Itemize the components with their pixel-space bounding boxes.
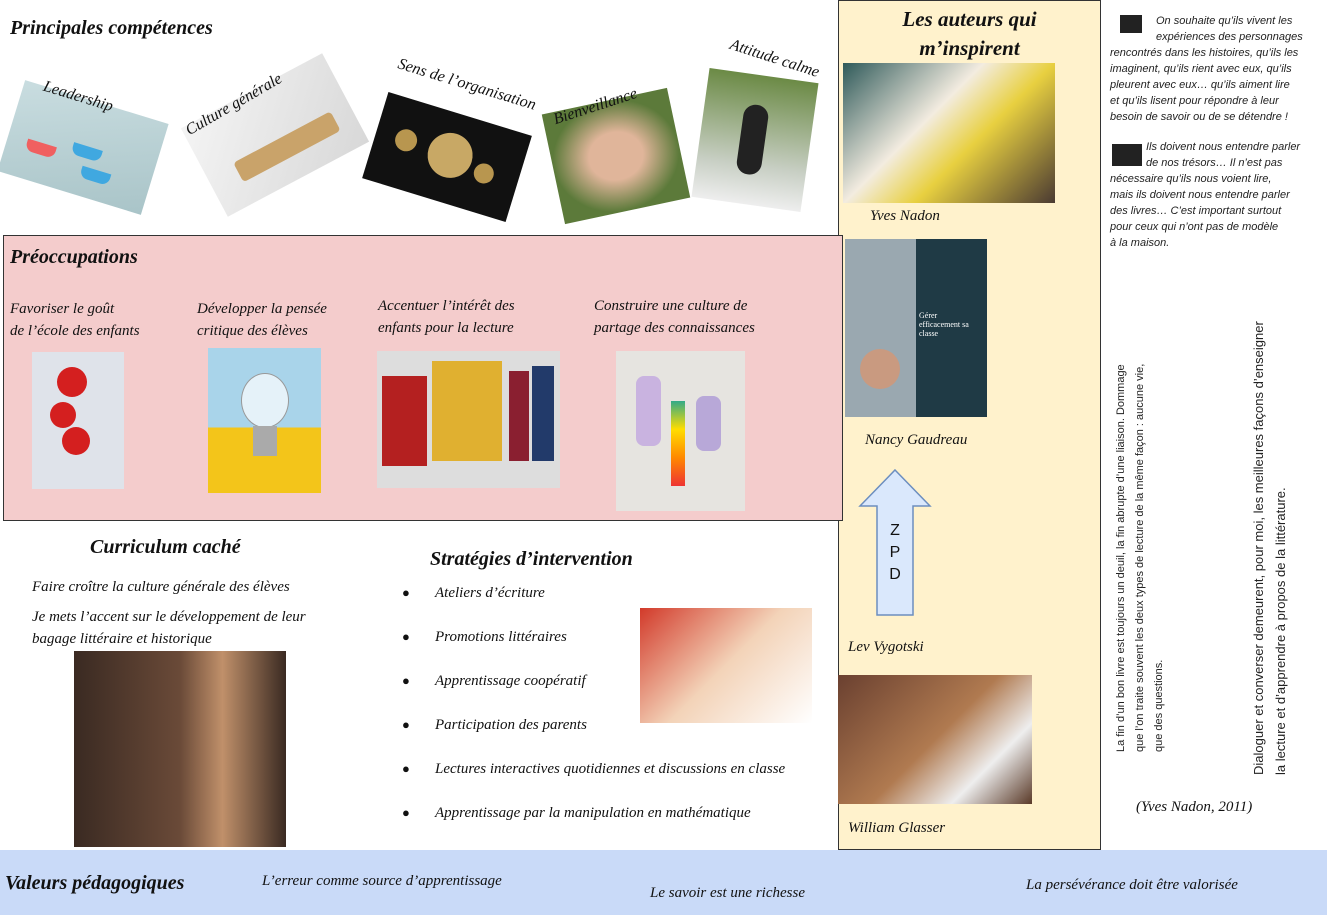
author-name: Lev Vygotski	[848, 639, 924, 655]
quote-vertical-2: Dialoguer et converser demeurent, pour m…	[1251, 321, 1288, 775]
competences-title: Principales compétences	[10, 17, 213, 39]
heart-balloons-photo	[32, 352, 124, 489]
citation: (Yves Nadon, 2011)	[1136, 799, 1253, 815]
book-icon	[1112, 144, 1142, 166]
preoccupations-title: Préoccupations	[10, 246, 138, 268]
curriculum-line: Je mets l’accent sur le développement de…	[32, 609, 306, 647]
child-reading-photo	[843, 63, 1055, 203]
library-photo	[74, 651, 286, 847]
strategy-item: ●Promotions littéraires	[402, 629, 567, 645]
value-item: La persévérance doit être valorisée	[1026, 877, 1238, 893]
curriculum-line: Faire croître la culture générale des él…	[32, 579, 290, 595]
children-writing-photo	[640, 608, 812, 723]
author-name: Nancy Gaudreau	[865, 432, 968, 448]
zpd-up-arrow-icon	[858, 468, 932, 616]
value-item: Le savoir est une richesse	[650, 885, 805, 901]
author-name: Yves Nadon	[870, 208, 940, 224]
light-bulb-photo	[208, 348, 321, 493]
books-photo	[377, 351, 560, 488]
gears-photo	[362, 92, 532, 222]
book-icon	[1120, 15, 1142, 33]
strategy-item: ●Apprentissage coopératif	[402, 673, 586, 689]
stacked-stones-photo	[691, 67, 819, 213]
value-item: L’erreur comme source d’apprentissage	[262, 873, 502, 889]
author-name: William Glasser	[848, 820, 946, 836]
hands-together-photo	[838, 675, 1032, 804]
children-playing-photo	[616, 351, 745, 511]
strategy-item: ●Lectures interactives quotidiennes et d…	[402, 761, 786, 777]
quote-vertical-1: La fin d’un bon livre est toujours un de…	[1115, 363, 1165, 752]
curriculum-title: Curriculum caché	[90, 536, 241, 558]
values-bar	[0, 850, 1327, 915]
values-title: Valeurs pédagogiques	[5, 872, 185, 894]
strategies-title: Stratégies d’intervention	[430, 548, 633, 570]
strategy-item: ●Participation des parents	[402, 717, 587, 733]
book-cover-photo: Gérer efficacement sa classe	[845, 239, 987, 417]
strategy-item: ●Apprentissage par la manipulation en ma…	[402, 805, 751, 821]
strategy-item: ●Ateliers d’écriture	[402, 585, 545, 601]
